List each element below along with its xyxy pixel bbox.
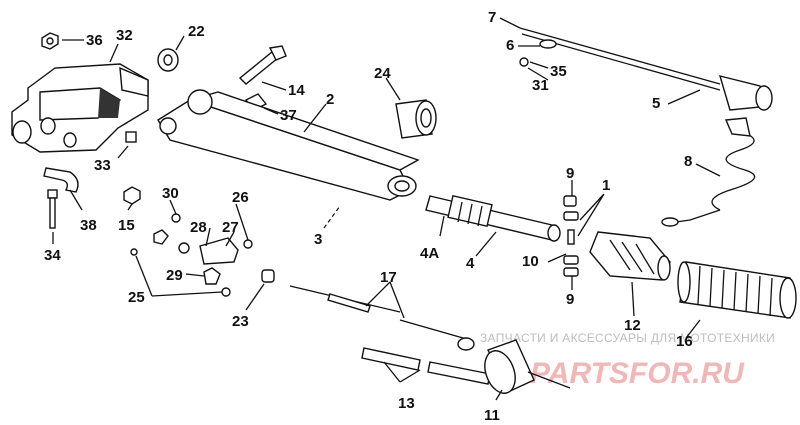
part-throttle-shaft	[425, 194, 561, 242]
callout-15: 15	[118, 217, 135, 234]
callout-9-top: 9	[566, 165, 574, 182]
part-screw-33	[125, 131, 137, 143]
callout-28: 28	[190, 219, 207, 236]
callout-38: 38	[80, 217, 97, 234]
watermark-logo: PARTSFOR.RU	[530, 357, 745, 390]
callout-8: 8	[684, 153, 692, 170]
callout-26: 26	[232, 189, 249, 206]
callout-5: 5	[652, 95, 660, 112]
part-strap-38	[43, 167, 79, 193]
part-washer-22	[157, 48, 179, 72]
part-nut-15	[123, 186, 141, 205]
callout-16: 16	[676, 333, 693, 350]
callout-13: 13	[398, 395, 415, 412]
callout-6: 6	[506, 37, 514, 54]
callout-31: 31	[532, 77, 549, 94]
callout-27: 27	[222, 219, 239, 236]
leader-lines	[52, 17, 721, 401]
callout-11: 11	[484, 407, 500, 424]
callout-33: 33	[94, 157, 111, 174]
part-link-hardware	[130, 213, 253, 297]
callout-32: 32	[116, 27, 133, 44]
callout-4: 4	[466, 255, 475, 272]
part-bolt-14	[238, 45, 287, 85]
part-bolt-34	[47, 189, 58, 229]
part-grip-12	[589, 231, 671, 281]
callout-30: 30	[162, 185, 179, 202]
part-sleeve-11	[484, 339, 571, 394]
callout-labels: 36 32 22 14 2 24 37 33 38 34 15 30 26 28…	[44, 9, 693, 424]
part-bracket	[11, 63, 149, 153]
callout-36: 36	[86, 32, 103, 49]
part-stop-switch-harness	[519, 27, 773, 111]
part-tubes-13	[361, 347, 491, 385]
callout-25: 25	[128, 289, 145, 306]
part-ring-23	[261, 269, 275, 283]
part-friction-parts	[563, 195, 579, 277]
callout-1: 1	[602, 177, 610, 194]
part-grip-16	[677, 261, 797, 319]
callout-23: 23	[232, 313, 249, 330]
callout-10: 10	[522, 253, 539, 270]
callout-4A: 4A	[420, 245, 439, 262]
callout-9-bottom: 9	[566, 291, 574, 308]
part-bushing-24	[395, 99, 437, 139]
watermark-text: ЗАПЧАСТИ И АКСЕССУАРЫ ДЛЯ МОТОТЕХНИКИ	[480, 331, 775, 345]
callout-22: 22	[188, 23, 205, 40]
callout-29: 29	[166, 267, 183, 284]
part-cable-17	[289, 285, 475, 351]
callout-7: 7	[488, 9, 496, 26]
part-lanyard-8	[661, 117, 756, 227]
callout-37: 37	[280, 107, 297, 124]
callout-2: 2	[326, 91, 334, 108]
watermark: ЗАПЧАСТИ И АКСЕССУАРЫ ДЛЯ МОТОТЕХНИКИ PA…	[480, 331, 775, 390]
callout-14: 14	[288, 82, 305, 99]
callout-12: 12	[624, 317, 641, 334]
callout-17: 17	[380, 269, 397, 286]
part-nut-36	[41, 32, 59, 50]
callout-34: 34	[44, 247, 61, 264]
callout-24: 24	[374, 65, 391, 82]
callout-3: 3	[314, 231, 322, 248]
callout-35: 35	[550, 63, 567, 80]
